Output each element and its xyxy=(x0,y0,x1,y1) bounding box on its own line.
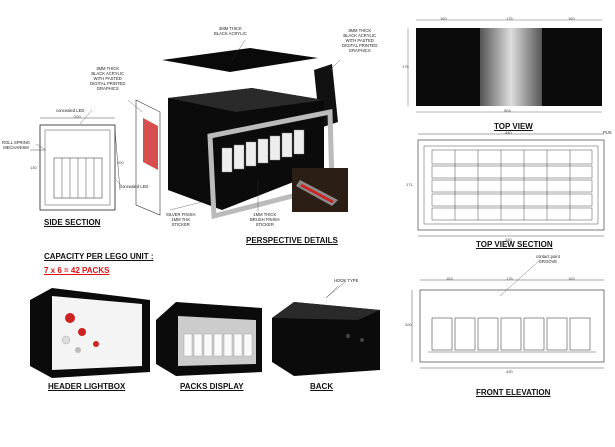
concealed-led-top-note: concealed LED xyxy=(56,108,85,113)
dim-top-4: 504 xyxy=(504,108,511,113)
packs-display-render xyxy=(156,302,262,376)
dim-section-2: 430 xyxy=(505,237,512,242)
dim-top-2: 176 xyxy=(506,16,513,21)
back-caption: BACK xyxy=(310,382,334,391)
dim-front-2: 176 xyxy=(506,276,513,281)
top-view-section-caption: TOP VIEW SECTION xyxy=(476,240,553,249)
hook-type-note: HOOK TYPE xyxy=(334,278,359,283)
side-section-drawing xyxy=(30,117,121,211)
dim-front-1: 163 xyxy=(446,276,453,281)
back-render xyxy=(272,281,380,376)
front-elevation-drawing xyxy=(411,279,605,369)
header-lightbox-caption: HEADER LIGHTBOX xyxy=(48,382,126,391)
concealed-led-side-note: concealed LED xyxy=(120,184,149,189)
packs-display-caption: PACKS DISPLAY xyxy=(180,382,244,391)
top-view-section-drawing xyxy=(417,133,605,237)
capacity-value: 7 x 6 = 42 PACKS xyxy=(44,266,110,275)
perspective-details-caption: PERSPECTIVE DETAILS xyxy=(246,236,338,245)
dim-section-1: 440 xyxy=(505,130,512,135)
side-section-caption: SIDE SECTION xyxy=(44,218,101,227)
dim-top-1: 160 xyxy=(440,16,447,21)
dim-front-3: 163 xyxy=(568,276,575,281)
dim-section-3: 171 xyxy=(406,182,413,187)
top-view-drawing xyxy=(407,19,602,113)
leader-lines xyxy=(35,39,541,299)
dim-side-3: 200 xyxy=(117,160,124,165)
dim-front-5: 430 xyxy=(506,369,513,374)
plus-mark-note: PUS xyxy=(603,130,612,135)
capacity-title: CAPACITY PER LEGO UNIT : xyxy=(44,252,154,261)
perspective-drawing xyxy=(162,48,348,220)
dim-side-2: 130 xyxy=(30,165,37,170)
header-lightbox-render xyxy=(30,288,150,378)
front-graphic-panel xyxy=(135,99,161,216)
dim-side-1: 200 xyxy=(74,114,81,119)
dim-front-4: 200 xyxy=(405,322,412,327)
dim-top-3: 160 xyxy=(568,16,575,21)
front-elevation-caption: FRONT ELEVATION xyxy=(476,388,551,397)
top-view-caption: TOP VIEW xyxy=(494,122,533,131)
dim-top-5: 176 xyxy=(402,64,409,69)
